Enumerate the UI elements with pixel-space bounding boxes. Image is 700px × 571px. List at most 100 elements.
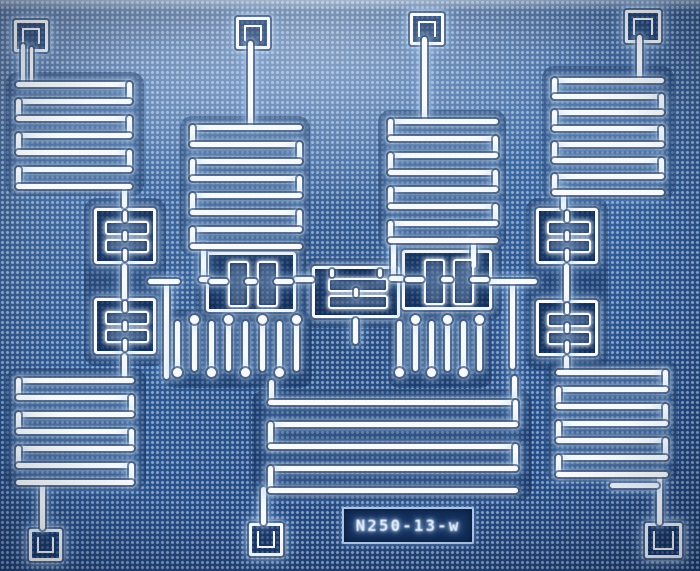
- resonator-run: [16, 82, 132, 87]
- resonator-bend: [127, 116, 132, 138]
- etched-trench-zone: [378, 110, 506, 250]
- resonator-run: [190, 227, 302, 232]
- resonator-run: [388, 170, 498, 175]
- resonator-bend: [552, 174, 557, 195]
- resonator-bend: [556, 387, 561, 409]
- feedline-vertical: [391, 236, 396, 280]
- resonator-run: [556, 438, 668, 443]
- qubit-paddle: [105, 311, 149, 325]
- resonator-run: [556, 421, 668, 426]
- resonator-run: [388, 119, 498, 124]
- resonator-run: [190, 159, 302, 164]
- resonator-run: [268, 466, 518, 471]
- feedline-vertical: [561, 189, 566, 210]
- resonator-run: [268, 488, 518, 493]
- resonator-run: [190, 142, 302, 147]
- resonator-run: [388, 221, 498, 226]
- launch-pad: [29, 529, 62, 561]
- resonator-run: [552, 110, 664, 115]
- resonator-bend: [16, 167, 21, 189]
- resonator-bend: [493, 136, 498, 158]
- etched-trench-zone: [164, 310, 312, 388]
- qubit-stub: [565, 211, 569, 222]
- resonator-bend: [659, 94, 664, 115]
- resonator-bend: [493, 170, 498, 192]
- coupler-finger: [445, 321, 450, 371]
- launch-pad: [249, 523, 283, 556]
- qubit-tab: [378, 269, 382, 277]
- qubit-stub: [123, 301, 127, 312]
- qubit-paddle: [105, 239, 149, 253]
- qubit-tab: [405, 277, 424, 282]
- resonator-run: [190, 193, 302, 198]
- resonator-run: [16, 133, 132, 138]
- feedline-vertical: [201, 243, 206, 281]
- resonator-run: [16, 395, 134, 400]
- junction-link: [245, 279, 257, 284]
- feedline-vertical: [657, 473, 662, 525]
- resonator-bend: [190, 193, 195, 215]
- coupler-finger-dot: [395, 368, 404, 377]
- coupler-finger-dot: [258, 315, 267, 324]
- feedline-vertical: [353, 318, 358, 344]
- feedline-vertical: [261, 487, 266, 525]
- resonator-bend: [552, 142, 557, 163]
- top-edge-glare: [0, 0, 700, 12]
- junction-link: [123, 321, 127, 331]
- launch-pad-spiral: [37, 537, 54, 553]
- launch-pad-spiral: [244, 25, 262, 41]
- coupler-finger: [175, 321, 180, 371]
- resonator-run: [16, 99, 132, 104]
- resonator-run: [190, 244, 302, 249]
- resonator-run: [16, 150, 132, 155]
- launch-pad: [410, 13, 444, 45]
- resonator-run: [552, 174, 664, 179]
- resonator-run: [388, 238, 498, 243]
- qubit-paddle: [453, 259, 474, 305]
- resonator-bend: [190, 227, 195, 249]
- feedline-horizontal: [148, 279, 180, 284]
- die-label-plate: N250-13-w: [342, 507, 474, 544]
- resonator-run: [16, 378, 134, 383]
- qubit-stub: [565, 249, 569, 261]
- qubit-stub: [565, 341, 569, 353]
- resonator-bend: [388, 187, 393, 209]
- qubit-tab: [330, 269, 334, 277]
- qubit-stub: [565, 303, 569, 314]
- resonator-bend: [16, 412, 21, 434]
- resonator-run: [190, 176, 302, 181]
- resonator-bend: [127, 150, 132, 172]
- launch-pad-spiral: [653, 531, 674, 550]
- feedline-horizontal: [199, 277, 211, 282]
- resonator-bend: [552, 78, 557, 99]
- qubit-stub: [123, 211, 127, 222]
- resonator-bend: [493, 204, 498, 226]
- resonator-bend: [388, 221, 393, 243]
- launch-pad: [645, 523, 682, 558]
- resonator-bend: [129, 395, 134, 417]
- qubit-paddle: [228, 261, 249, 307]
- coupler-finger-dot: [207, 368, 216, 377]
- feedline-horizontal: [488, 279, 537, 284]
- resonator-run: [16, 480, 134, 485]
- resonator-bend: [513, 400, 518, 427]
- qubit-paddle: [547, 331, 591, 345]
- resonator-run: [268, 400, 518, 405]
- resonator-run: [556, 370, 668, 375]
- coupler-finger: [192, 321, 197, 371]
- etched-trench-zone: [180, 116, 310, 256]
- resonator-run: [388, 136, 498, 141]
- coupler-finger: [260, 321, 265, 371]
- feedline-vertical: [40, 482, 45, 530]
- feedline-vertical: [164, 283, 169, 379]
- coupler-finger: [226, 321, 231, 371]
- qubit-tab: [209, 279, 228, 284]
- feedline-vertical: [269, 380, 274, 404]
- resonator-run: [16, 446, 134, 451]
- qubit-stub: [123, 249, 127, 261]
- resonator-run: [388, 153, 498, 158]
- resonator-run: [552, 94, 664, 99]
- resonator-run: [16, 116, 132, 121]
- qubit-paddle: [328, 278, 388, 292]
- resonator-bend: [297, 210, 302, 232]
